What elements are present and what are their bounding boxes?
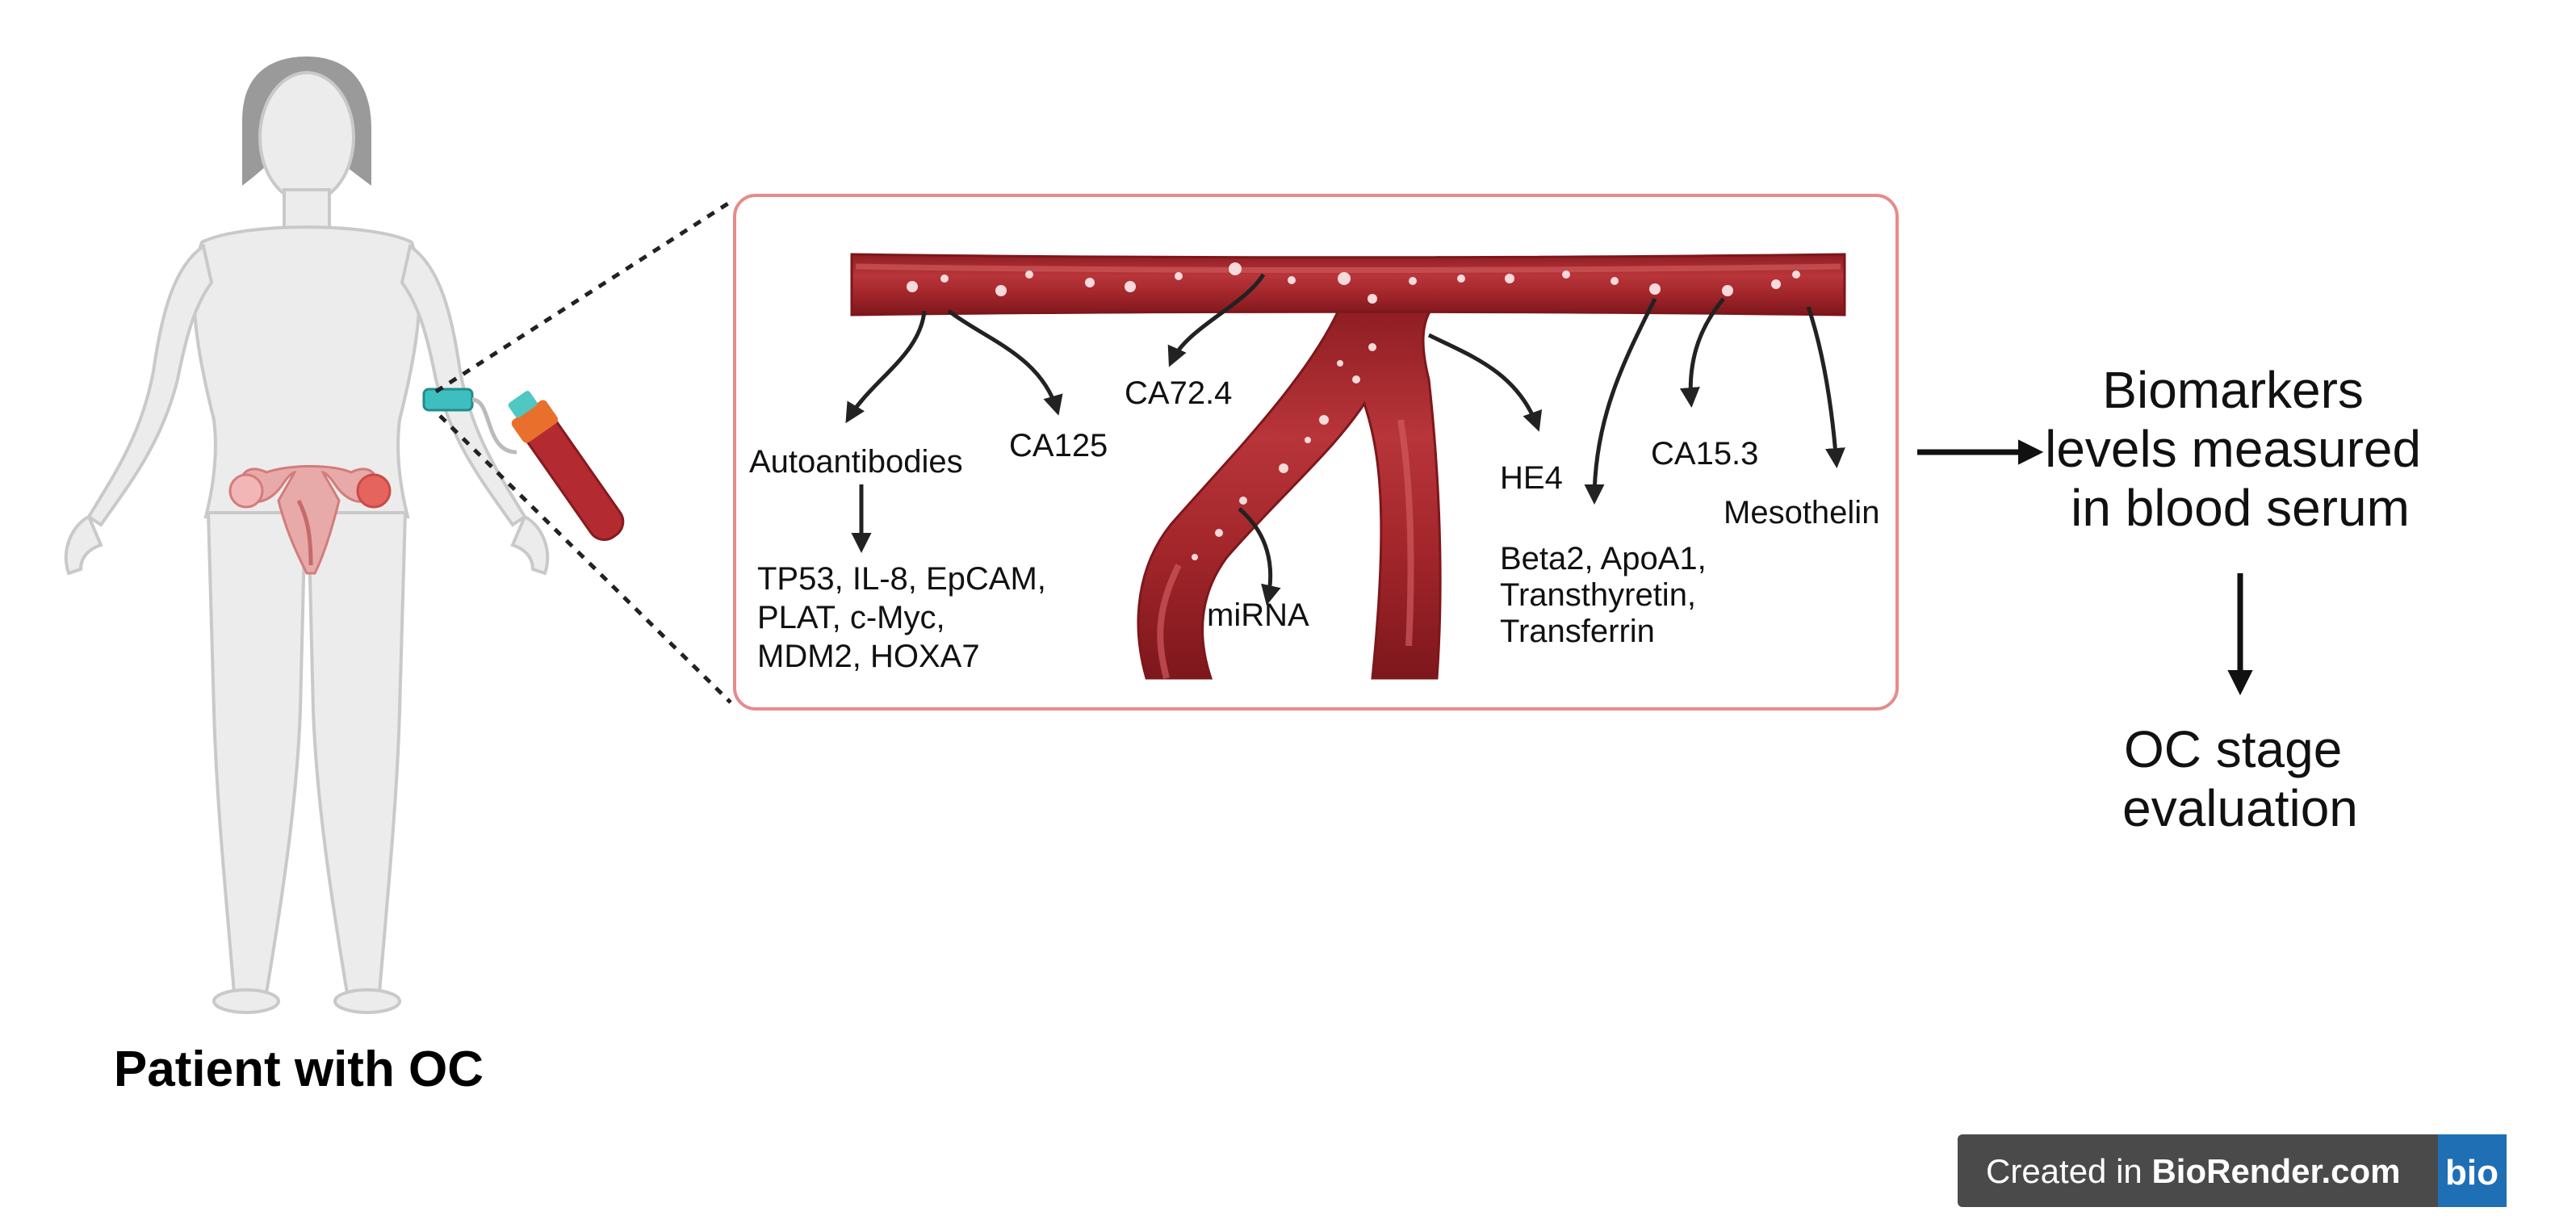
beta2-group-line: Transferrin [1500, 614, 1655, 649]
label-ca153: CA15.3 [1651, 436, 1758, 472]
evaluation-line: evaluation [2122, 779, 2358, 837]
arrow-ca125 [947, 309, 1063, 416]
autoantibody-targets-line: PLAT, c-Myc, [757, 600, 945, 635]
right-hand [510, 514, 550, 576]
biomarker-arrows [845, 273, 1845, 606]
arrow-autoantibodies [845, 310, 927, 424]
biorender-badge[interactable]: Created in BioRender.com bio [1958, 1134, 2507, 1207]
evaluation-line: OC stage [2124, 720, 2342, 778]
label-beta2-group: Beta2, ApoA1, Transthyretin, Transferrin [1500, 541, 1715, 649]
measured-line: levels measured [2045, 420, 2421, 478]
label-mesothelin: Mesothelin [1724, 495, 1879, 530]
label-autoantibodies: Autoantibodies [749, 444, 963, 480]
reproductive-organs [228, 465, 392, 575]
left-leg [206, 511, 308, 995]
badge-background [1958, 1134, 2507, 1207]
measured-line: in blood serum [2071, 479, 2410, 537]
label-mirna: miRNA [1207, 597, 1309, 633]
label-autoantibody-targets: TP53, IL-8, EpCAM, PLAT, c-Myc, MDM2, HO… [757, 561, 1055, 674]
right-foot [333, 988, 401, 1014]
catheter-icon [422, 388, 517, 455]
label-ca125: CA125 [1009, 428, 1108, 463]
left-arm [86, 243, 214, 527]
label-ca724: CA72.4 [1125, 375, 1232, 411]
head [258, 71, 355, 203]
autoantibody-targets-line: MDM2, HOXA7 [757, 639, 980, 674]
patient-figure: Patient with OC [64, 57, 625, 1097]
left-foot [212, 988, 280, 1014]
evaluation-text: OC stage evaluation [2122, 720, 2358, 837]
arrow-ca724 [1167, 273, 1266, 367]
beta2-group-line: Transthyretin, [1500, 577, 1696, 613]
right-arm [400, 243, 527, 527]
measured-text: Biomarkers levels measured in blood seru… [2045, 361, 2436, 537]
arrow-ca153 [1679, 297, 1725, 408]
badge-brand: BioRender.com [2151, 1152, 2400, 1190]
badge-text: Created in BioRender.com [1986, 1152, 2401, 1190]
arrow-beta2-group [1584, 297, 1657, 505]
badge-logo-background [2438, 1134, 2507, 1207]
torso [192, 225, 421, 518]
arrow-he4 [1427, 333, 1543, 432]
autoantibody-targets-line: TP53, IL-8, EpCAM, [757, 561, 1046, 597]
blood-tube-icon [508, 391, 625, 541]
patient-label: Patient with OC [114, 1042, 484, 1097]
left-hand [64, 514, 103, 576]
zoom-line-top [434, 199, 732, 394]
biorender-logo-icon: bio [2445, 1153, 2499, 1193]
arrow-mesothelin [1806, 306, 1845, 468]
measured-line: Biomarkers [2102, 361, 2364, 419]
tumor-ovary [356, 473, 392, 509]
beta2-group-line: Beta2, ApoA1, [1500, 541, 1707, 576]
zoom-line-bottom [438, 414, 732, 704]
biomarker-labels: Autoantibodies CA125 CA72.4 miRNA HE4 CA… [749, 375, 1879, 674]
badge-prefix: Created in [1986, 1152, 2151, 1190]
blood-vessel [850, 253, 1846, 680]
label-he4: HE4 [1500, 460, 1563, 496]
right-leg [306, 511, 408, 995]
blood-cells [907, 262, 1800, 560]
arrow-mirna [1238, 507, 1281, 606]
